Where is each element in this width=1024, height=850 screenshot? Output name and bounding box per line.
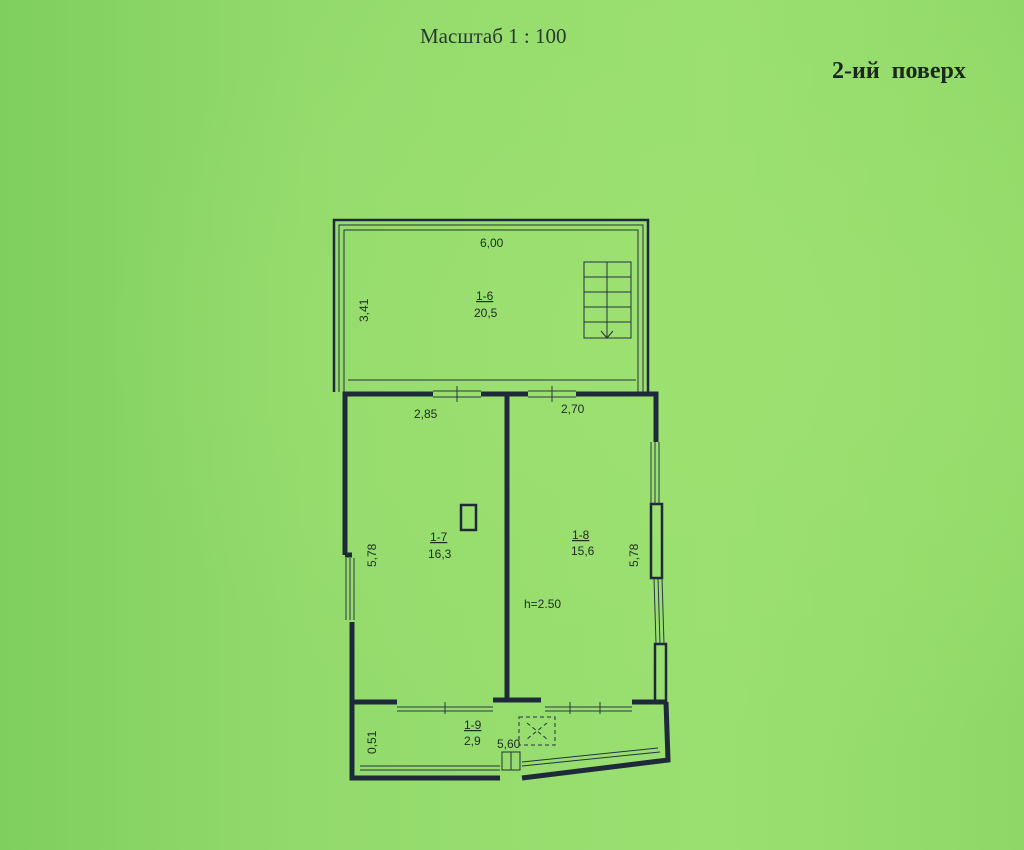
scale-label: Масштаб 1 : 100 [420,24,567,48]
right-room-height-label: 5,78 [627,543,641,567]
room-1-8-id: 1-8 [572,528,590,542]
walls [342,391,671,781]
room-1-8-area: 15,6 [571,544,595,558]
room-1-7-area: 16,3 [428,547,452,561]
floor-title: 2-ий поверх [832,58,966,84]
room-1-6 [332,218,650,392]
room-1-9-id: 1-9 [464,718,482,732]
room-1-7-id: 1-7 [430,530,448,544]
right-room-width-label: 2,70 [561,402,585,416]
roof-hatch-icon [518,716,556,746]
bottom-depth-label: 0,51 [365,730,379,754]
room-1-6-id: 1-6 [476,289,494,303]
windows [345,442,665,714]
ceiling-height-label: h=2.50 [524,597,561,611]
room-1-9-area: 2,9 [464,734,481,748]
door-openings [433,386,576,402]
top-height-label: 3,41 [357,298,371,322]
top-width-label: 6,00 [480,236,504,250]
left-room-width-label: 2,85 [414,407,438,421]
chimney-icon [459,503,478,532]
left-room-height-label: 5,78 [365,543,379,567]
room-1-6-area: 20,5 [474,306,498,320]
staircase-icon [583,261,632,339]
bottom-width-label: 5,60 [497,737,521,751]
